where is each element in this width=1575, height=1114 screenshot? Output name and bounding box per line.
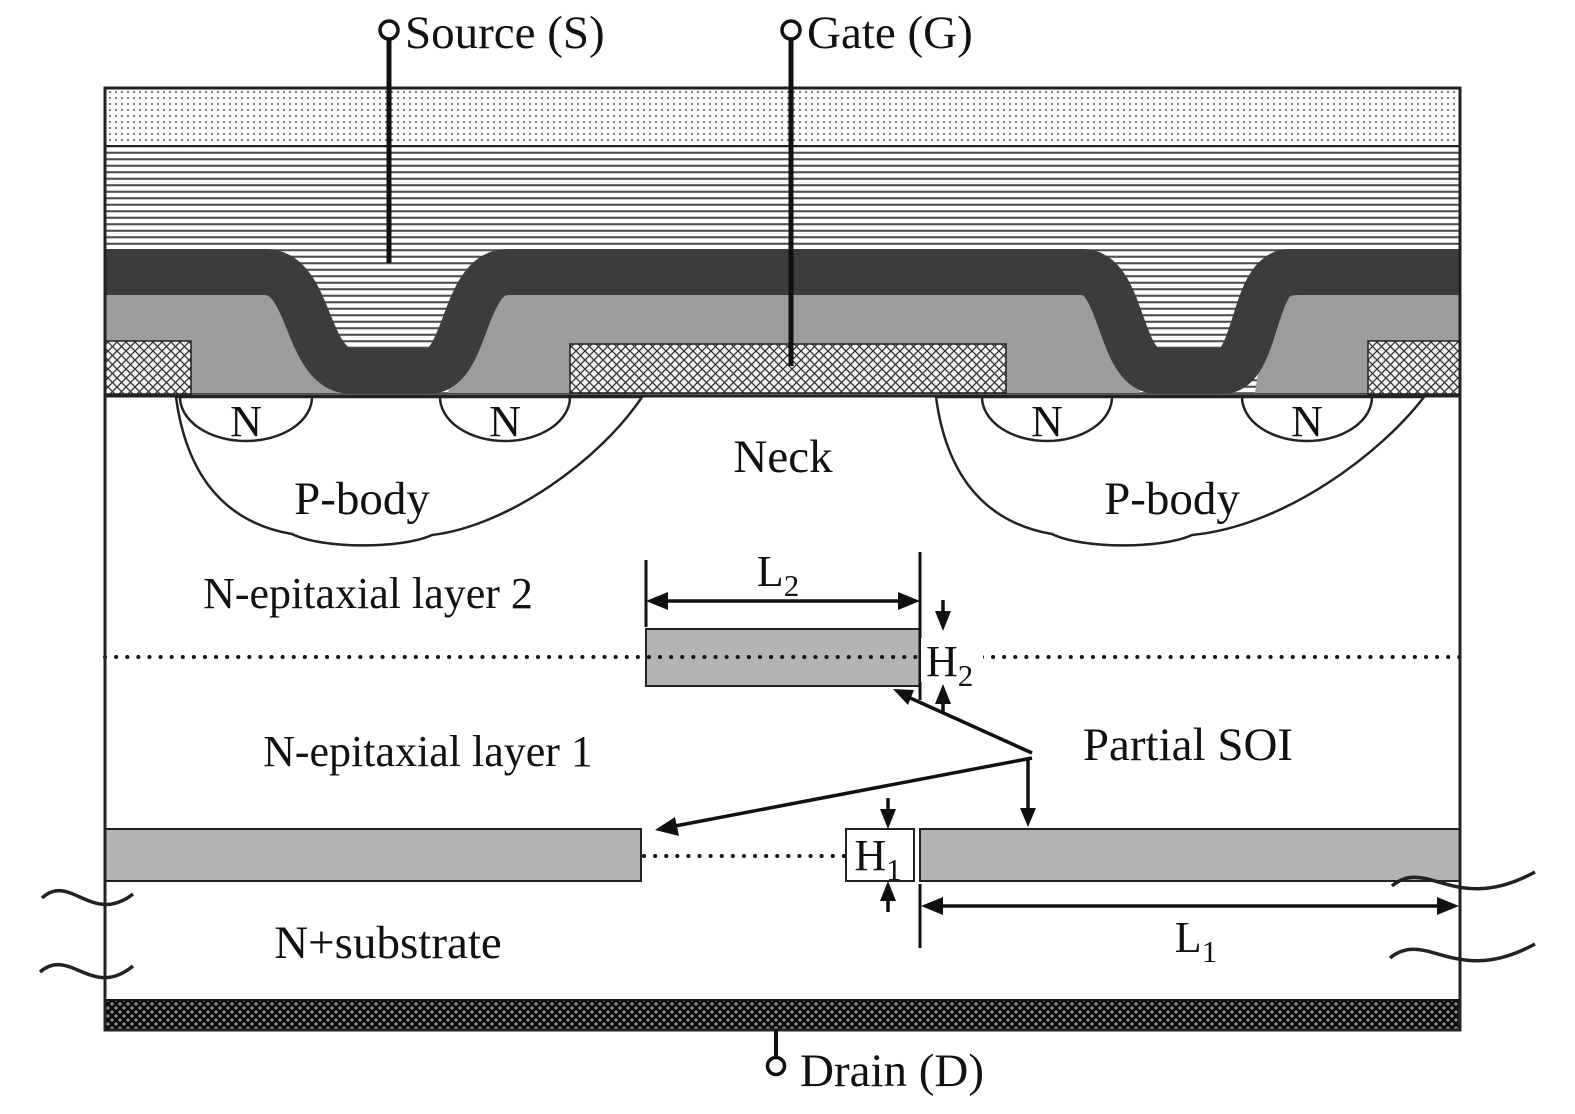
arrowhead — [655, 817, 679, 836]
break-mark-right-lower — [1388, 942, 1536, 963]
arrowhead — [921, 897, 943, 915]
dim-h1-box — [845, 828, 915, 882]
n-region-label: N — [489, 397, 521, 446]
n-epi-layer2-label: N-epitaxial layer 2 — [203, 569, 533, 618]
arrowhead — [1020, 808, 1036, 827]
dim-l2-base: L — [757, 547, 784, 596]
break-mark-left-lower — [38, 962, 135, 980]
dim-h1-sub: 1 — [886, 852, 902, 887]
dim-h2-label-backing — [921, 638, 983, 682]
drain-label: Drain (D) — [800, 1045, 984, 1097]
n-region-arc — [438, 395, 572, 443]
drain-metal-layer — [104, 999, 1461, 1031]
buried-oxide-1-right — [919, 828, 1461, 882]
top-passivation-layer — [105, 88, 1460, 146]
n-region-arc — [980, 395, 1114, 443]
dim-h2-sub: 2 — [958, 658, 974, 693]
dim-h2-base: H — [926, 637, 958, 686]
arrowhead — [880, 809, 896, 829]
dim-h2-label: H2 — [926, 637, 973, 693]
gate-dielectric-liner — [105, 249, 1460, 394]
gate-label: Gate (G) — [807, 7, 973, 59]
n-region-label: N — [1031, 397, 1063, 446]
dim-l1-base: L — [1175, 913, 1202, 962]
arrowhead — [880, 881, 896, 901]
break-mark-left-upper — [40, 888, 135, 907]
n-region-arc — [1240, 395, 1374, 443]
partial-soi-arrow-upper — [907, 695, 1033, 755]
gate-terminal-circle — [780, 19, 802, 41]
dim-l1-label: L1 — [1175, 913, 1217, 969]
n-region-label: N — [1291, 397, 1323, 446]
contact-crosshatch-right — [1367, 340, 1461, 395]
partial-soi-label: Partial SOI — [1083, 719, 1293, 771]
n-region-arc — [178, 395, 314, 443]
contact-crosshatch-left — [104, 340, 192, 395]
arrowhead — [935, 684, 951, 704]
dim-l2-label: L2 — [757, 547, 799, 603]
dim-h1-label: H1 — [854, 831, 901, 887]
device-outline — [103, 86, 1462, 1032]
arrowhead — [898, 592, 920, 610]
arrowhead — [935, 611, 951, 631]
n-region-label: N — [230, 397, 262, 446]
gate-electrode-crosshatch — [569, 343, 1007, 394]
n-epi-layer1-label: N-epitaxial layer 1 — [263, 727, 593, 776]
arrowhead — [1437, 897, 1459, 915]
substrate-label: N+substrate — [274, 917, 502, 969]
p-body-label-right: P-body — [1104, 473, 1240, 525]
dim-l2-sub: 2 — [784, 568, 800, 603]
dim-l1-sub: 1 — [1202, 934, 1218, 969]
source-label: Source (S) — [405, 7, 605, 59]
buried-oxide-1-left — [104, 828, 642, 882]
source-terminal-circle — [378, 19, 400, 41]
drain-terminal-circle — [765, 1055, 787, 1077]
break-mark-right-upper — [1390, 870, 1536, 891]
dim-h1-base: H — [854, 831, 886, 880]
p-body-label-left: P-body — [294, 473, 430, 525]
arrowhead — [646, 592, 668, 610]
neck-label: Neck — [733, 431, 833, 483]
arrowhead — [893, 689, 914, 705]
partial-soi-arrow-left — [674, 756, 1033, 828]
